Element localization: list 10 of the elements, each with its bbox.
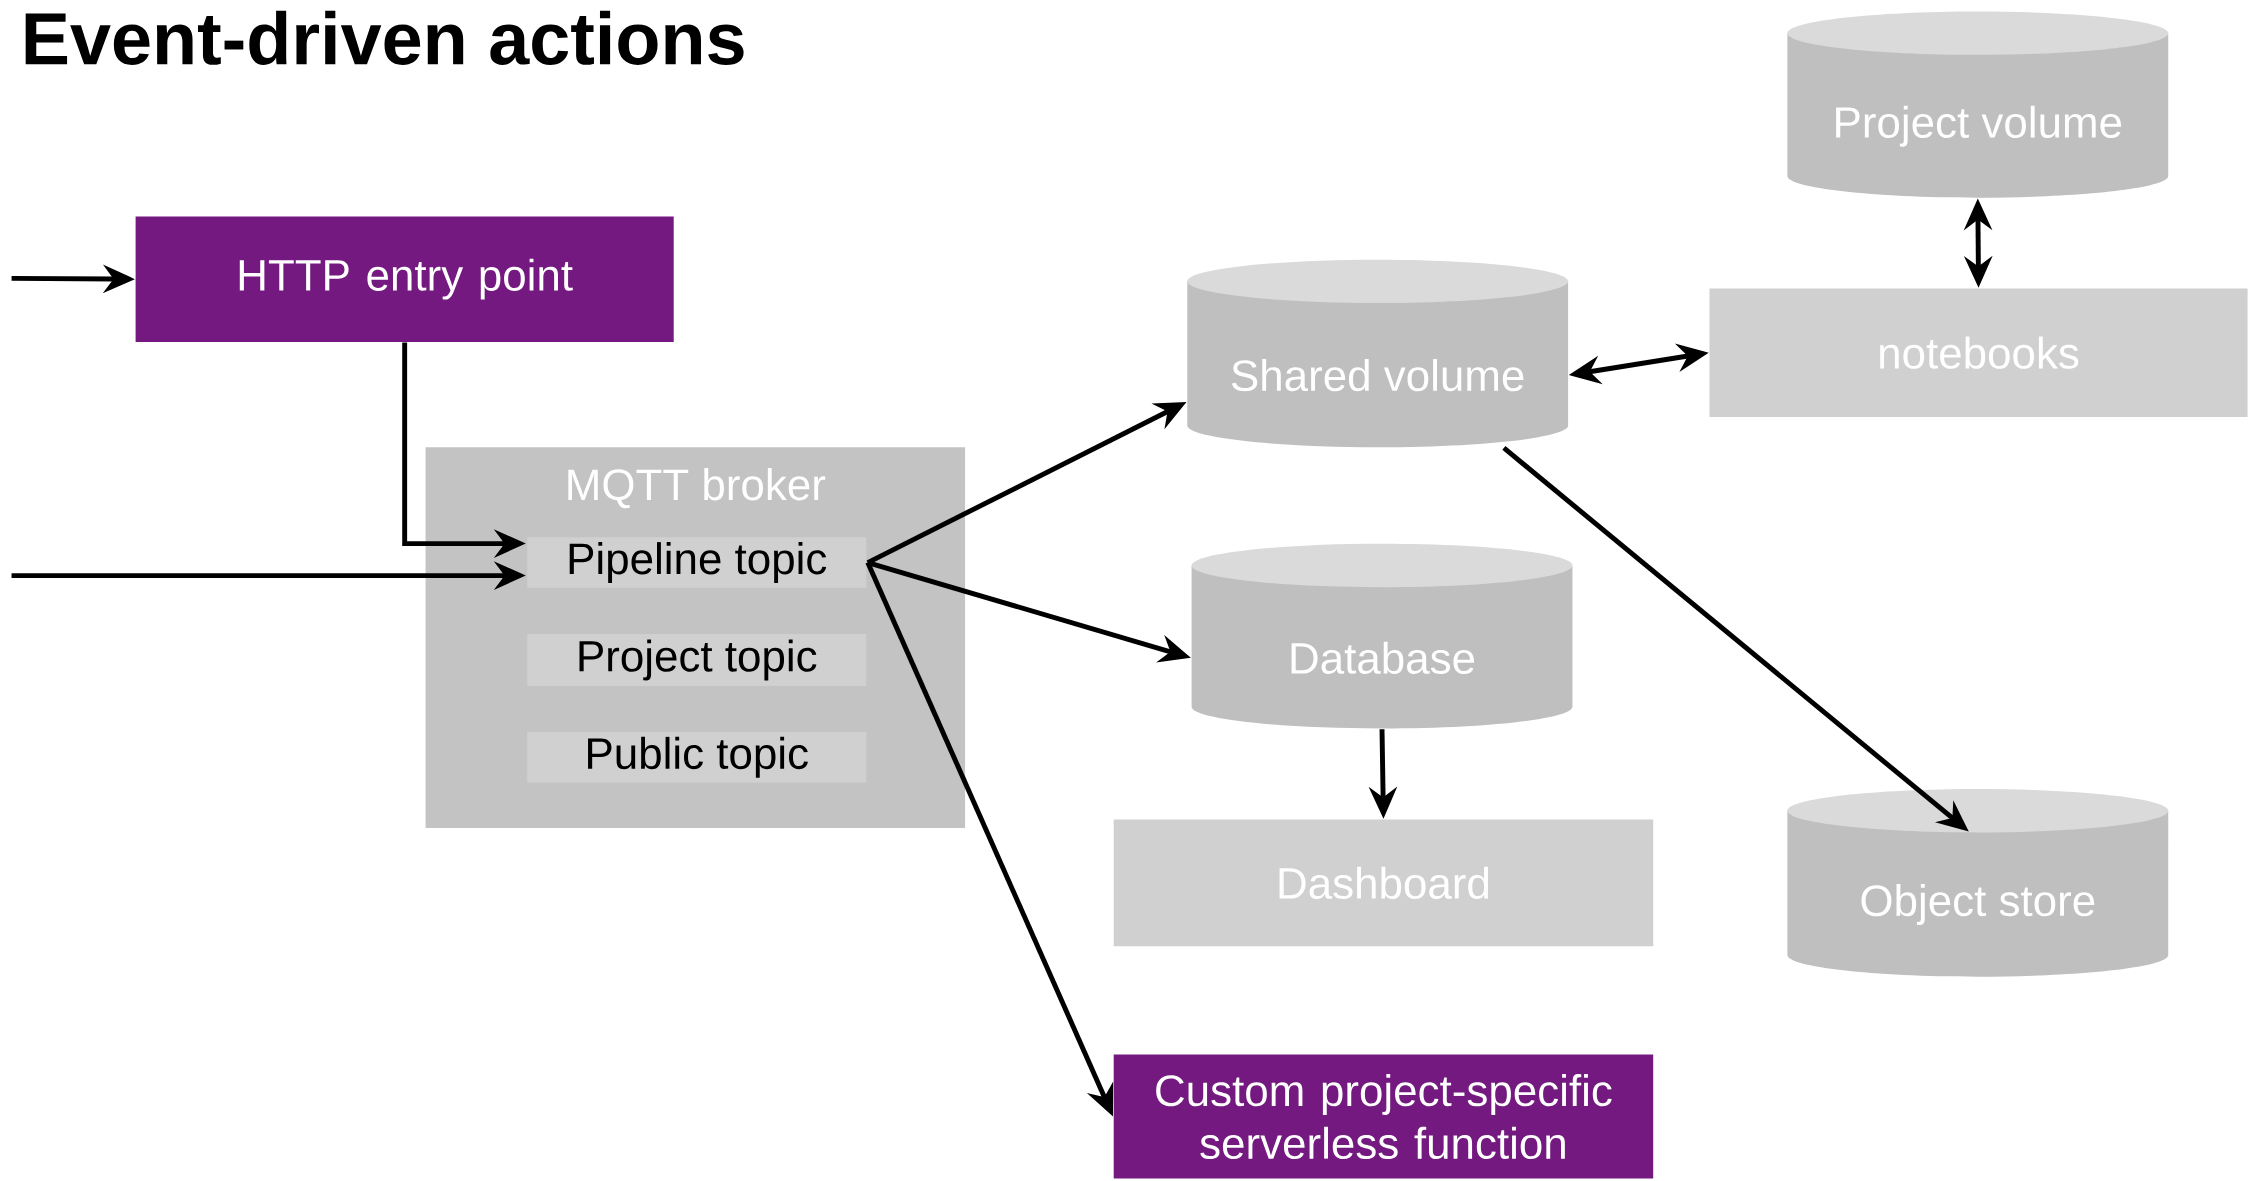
storage-cylinder: Shared volume (1187, 259, 1569, 447)
topic-box: Public topic (525, 730, 868, 784)
storage-cylinder: Object store (1787, 788, 2169, 977)
topic-box: Project topic (525, 632, 868, 688)
function-box: Custom project-specific serverless function (1113, 1054, 1654, 1179)
title: Event-driven actions (25, 10, 744, 65)
database-cylinder: Database (1191, 543, 1573, 729)
entry-point-box: HTTP entry point (135, 216, 674, 342)
storage-cylinder: Project volume (1787, 11, 2169, 198)
topic-box: Pipeline topic (525, 535, 868, 590)
